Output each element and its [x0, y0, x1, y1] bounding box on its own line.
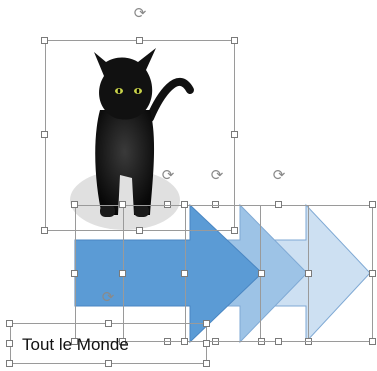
textbox-handle-tr[interactable] [203, 320, 210, 327]
arrow3-handle-tr[interactable] [369, 201, 376, 208]
rotate-handle-icon[interactable]: ⟳ [210, 166, 224, 184]
textbox-handle-bl[interactable] [6, 360, 13, 367]
arrow2-handle-ml[interactable] [119, 270, 126, 277]
rotate-handle-icon[interactable]: ⟳ [161, 166, 175, 184]
arrow3-handle-tc[interactable] [275, 201, 282, 208]
textbox-text[interactable]: Tout le Monde [22, 335, 129, 354]
cat-handle-tc[interactable] [136, 37, 143, 44]
arrow3-handle-ml[interactable] [181, 270, 188, 277]
arrow3-handle-tl[interactable] [181, 201, 188, 208]
cat-handle-br[interactable] [231, 227, 238, 234]
textbox-handle-br[interactable] [203, 360, 210, 367]
textbox-handle-tl[interactable] [6, 320, 13, 327]
cat-handle-mr[interactable] [231, 131, 238, 138]
textbox-handle-bc[interactable] [105, 360, 112, 367]
rotate-handle-icon[interactable]: ⟳ [101, 288, 115, 306]
textbox-handle-mr[interactable] [203, 340, 210, 347]
arrow1-handle-tc[interactable] [164, 201, 171, 208]
arrow3-handle-br[interactable] [369, 338, 376, 345]
arrow2-handle-tc[interactable] [212, 201, 219, 208]
rotate-handle-icon[interactable]: ⟳ [133, 4, 147, 22]
arrow3-selection-frame[interactable] [185, 205, 373, 342]
arrow1-handle-tl[interactable] [71, 201, 78, 208]
arrow3-handle-mr[interactable] [369, 270, 376, 277]
cat-handle-tl[interactable] [41, 37, 48, 44]
textbox-handle-tc[interactable] [105, 320, 112, 327]
arrow2-handle-mr[interactable] [305, 270, 312, 277]
cat-handle-tr[interactable] [231, 37, 238, 44]
cat-handle-bl[interactable] [41, 227, 48, 234]
cat-handle-bc[interactable] [136, 227, 143, 234]
cat-handle-ml[interactable] [41, 131, 48, 138]
arrow2-handle-bl[interactable] [119, 338, 126, 345]
rotate-handle-icon[interactable]: ⟳ [272, 166, 286, 184]
arrow1-handle-bl[interactable] [71, 338, 78, 345]
arrow3-handle-bc[interactable] [275, 338, 282, 345]
arrow3-handle-bl[interactable] [181, 338, 188, 345]
textbox-handle-ml[interactable] [6, 340, 13, 347]
arrow2-handle-tl[interactable] [119, 201, 126, 208]
arrow1-handle-mr[interactable] [258, 270, 265, 277]
arrow1-handle-ml[interactable] [71, 270, 78, 277]
arrow-shape-1[interactable] [74, 203, 263, 344]
